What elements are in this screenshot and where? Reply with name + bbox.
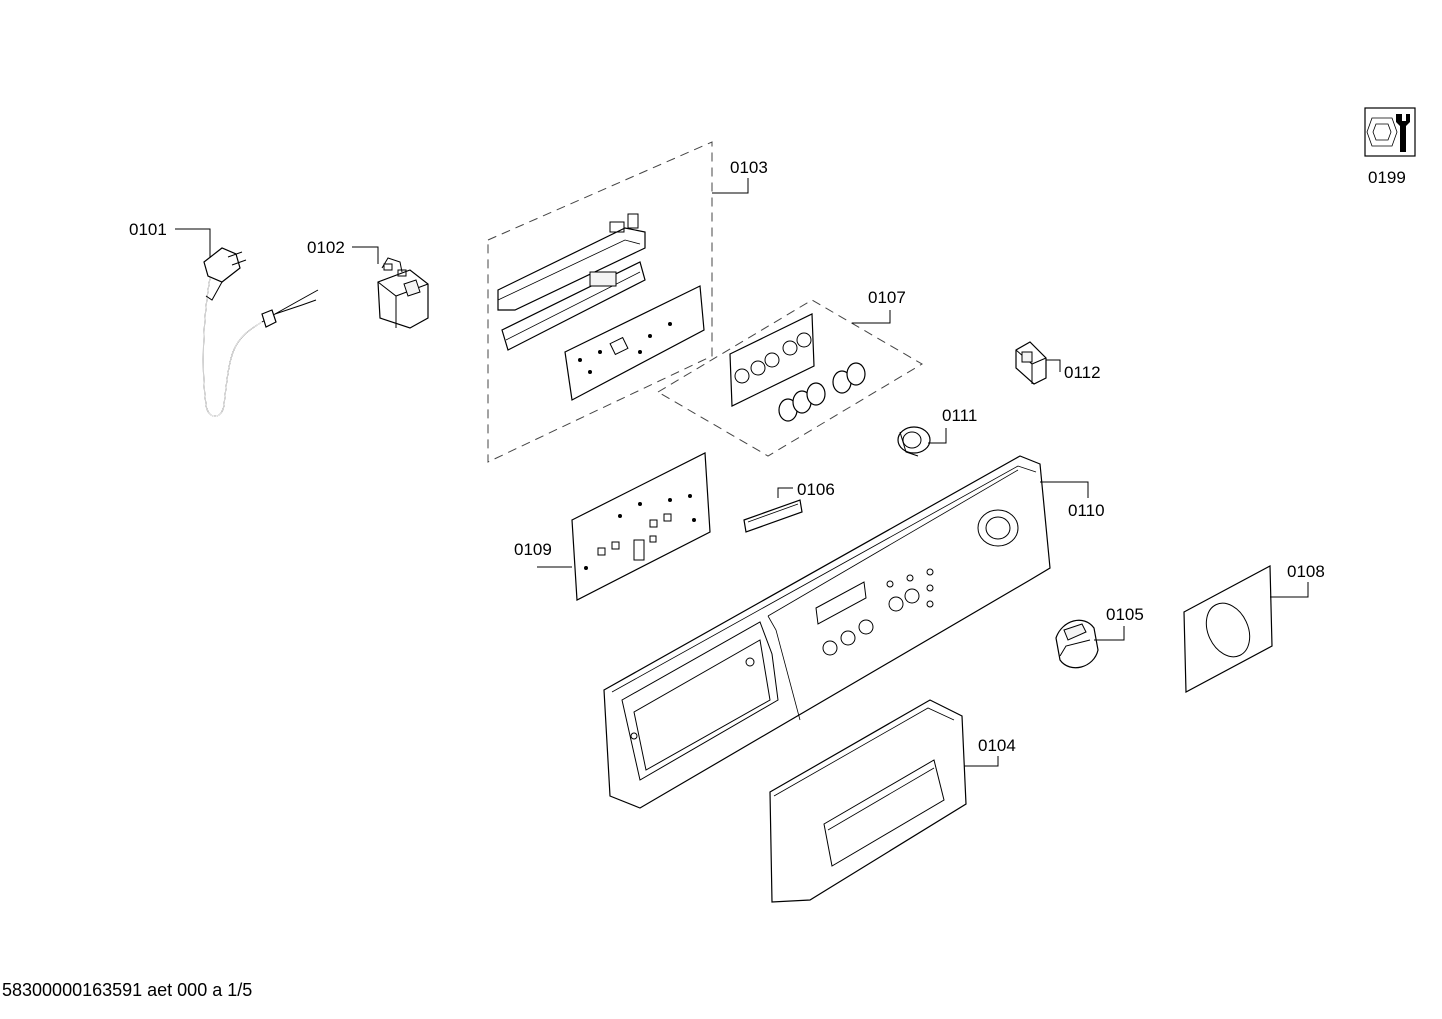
clip-part	[1015, 341, 1047, 385]
button-board-group	[657, 299, 923, 457]
service-tool-icon	[1364, 107, 1416, 157]
cover-sheet-part	[1183, 565, 1273, 693]
leader-0101	[175, 228, 211, 258]
leader-0107	[852, 310, 891, 324]
drawer-handle-part	[769, 699, 967, 903]
document-footer: 58300000163591 aet 000 a 1/5	[2, 980, 253, 1000]
leader-0103	[712, 178, 749, 194]
control-module-group	[487, 141, 713, 463]
label-0108: 0108	[1287, 562, 1325, 581]
label-0109: 0109	[514, 540, 552, 559]
label-0102: 0102	[307, 238, 345, 257]
filter-part	[377, 257, 429, 329]
knob-insert-part	[897, 426, 931, 457]
fascia-panel-part	[603, 455, 1051, 809]
leader-0106	[777, 487, 793, 498]
leader-0111	[928, 428, 947, 444]
label-0111: 0111	[942, 406, 977, 425]
label-0106: 0106	[797, 480, 835, 499]
label-0199: 0199	[1368, 168, 1406, 187]
label-0105: 0105	[1106, 605, 1144, 624]
label-0101: 0101	[129, 220, 167, 239]
leader-0102	[352, 246, 379, 264]
leader-0112	[1046, 359, 1061, 372]
label-0110: 0110	[1068, 501, 1105, 520]
display-window-part	[743, 499, 803, 533]
display-pcb-part	[571, 452, 711, 601]
leader-0108	[1270, 582, 1309, 598]
label-0103: 0103	[730, 158, 768, 177]
power-cord-part	[202, 247, 319, 417]
label-0107: 0107	[868, 288, 906, 307]
leader-0105	[1094, 626, 1125, 641]
leader-0110	[1040, 481, 1089, 498]
leader-0104	[964, 756, 999, 767]
label-0104: 0104	[978, 736, 1016, 755]
label-0112: 0112	[1064, 363, 1101, 382]
selector-knob-part	[1055, 619, 1099, 669]
